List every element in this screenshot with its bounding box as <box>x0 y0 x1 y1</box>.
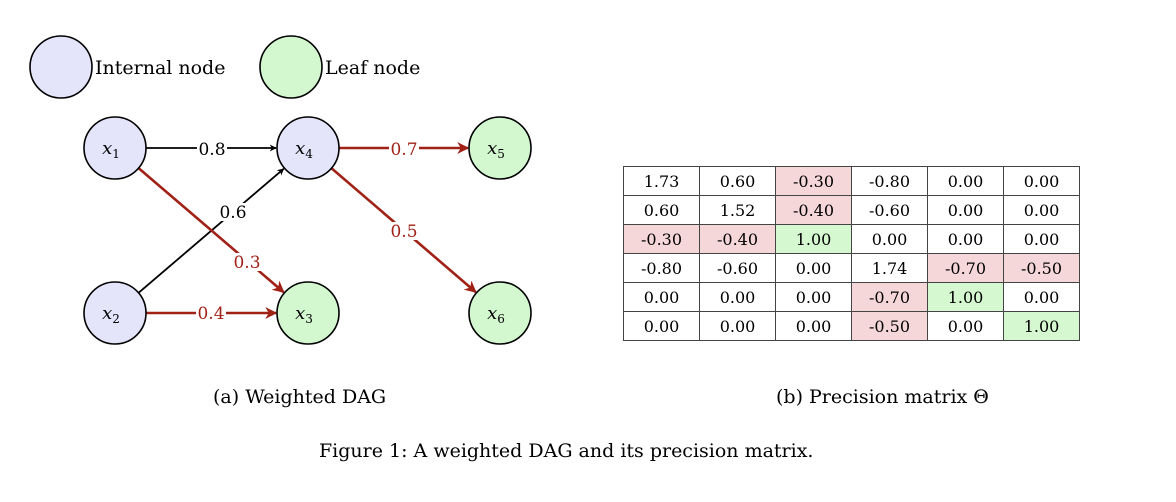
matrix-cell: 1.73 <box>623 166 700 196</box>
matrix-cell: 0.00 <box>699 311 776 341</box>
node-label-x1: x1 <box>102 138 120 161</box>
edge-label-background <box>389 222 419 240</box>
matrix-cell: 0.00 <box>1003 166 1080 196</box>
matrix-cell: -0.70 <box>851 282 928 312</box>
matrix-cell: -0.80 <box>851 166 928 196</box>
edge-weight-x2-x3: 0.4 <box>197 304 224 324</box>
matrix-cell: -0.40 <box>699 224 776 254</box>
matrix-cell: 0.60 <box>623 195 700 225</box>
matrix-cell: 0.00 <box>927 311 1004 341</box>
edge-weight-labels: 0.8 0.6 0.3 0.4 0.7 0.5 <box>196 140 419 324</box>
matrix-cell: 0.00 <box>927 224 1004 254</box>
node-x6 <box>468 281 532 345</box>
nodes: x1 x2 x3 x4 x5 x6 <box>83 116 532 345</box>
matrix-cell: -0.30 <box>623 224 700 254</box>
matrix-cell: 0.00 <box>1003 282 1080 312</box>
node-label-x3: x3 <box>295 303 313 326</box>
matrix-cell: 0.00 <box>699 282 776 312</box>
leaf-node-legend-swatch <box>259 35 323 99</box>
matrix-cell: 0.00 <box>623 311 700 341</box>
figure-caption: Figure 1: A weighted DAG and its precisi… <box>319 440 814 462</box>
edge-weight-x4-x5: 0.7 <box>390 140 417 160</box>
edge-x1-x3 <box>137 167 285 294</box>
node-label-x2: x2 <box>102 303 120 326</box>
edge-weight-x2-x4: 0.6 <box>219 203 246 223</box>
matrix-cell: -0.60 <box>699 253 776 283</box>
caption-weighted-dag: (a) Weighted DAG <box>213 386 387 408</box>
edge-label-background <box>389 140 419 158</box>
matrix-cell: 0.00 <box>851 224 928 254</box>
node-label-x5: x5 <box>487 138 505 161</box>
matrix-cell: -0.60 <box>851 195 928 225</box>
matrix-cell: 1.00 <box>1003 311 1080 341</box>
node-x1 <box>83 116 147 180</box>
matrix-cell: 0.00 <box>1003 195 1080 225</box>
matrix-cell: 1.52 <box>699 195 776 225</box>
node-label-x4: x4 <box>295 138 313 161</box>
matrix-cell: -0.40 <box>775 195 852 225</box>
edge-label-background <box>218 203 248 221</box>
matrix-cell: 0.00 <box>775 282 852 312</box>
matrix-cell: 0.00 <box>927 195 1004 225</box>
edge-label-background <box>232 253 262 271</box>
legend: Internal node Leaf node <box>29 35 420 99</box>
caption-precision-matrix: (b) Precision matrix Θ <box>776 386 989 408</box>
node-x5 <box>468 116 532 180</box>
matrix-cell: -0.50 <box>851 311 928 341</box>
matrix-cell: 1.00 <box>775 224 852 254</box>
edge-label-background <box>197 140 227 158</box>
edge-weight-x1-x3: 0.3 <box>233 253 260 273</box>
matrix-cell: 0.00 <box>775 253 852 283</box>
edge-weight-x1-x4: 0.8 <box>198 140 225 160</box>
matrix-cell: -0.50 <box>1003 253 1080 283</box>
matrix-cell: 0.00 <box>623 282 700 312</box>
matrix-cell: 0.00 <box>775 311 852 341</box>
matrix-cell: -0.30 <box>775 166 852 196</box>
matrix-cell: 1.00 <box>927 282 1004 312</box>
node-x4 <box>276 116 340 180</box>
node-x2 <box>83 281 147 345</box>
edge-weight-x4-x6: 0.5 <box>390 222 417 242</box>
edge-label-background <box>196 304 226 322</box>
internal-node-legend-swatch <box>29 35 93 99</box>
matrix-cell: 0.00 <box>927 166 1004 196</box>
matrix-cell: -0.80 <box>623 253 700 283</box>
matrix-cell: 0.00 <box>1003 224 1080 254</box>
matrix-cell: 0.60 <box>699 166 776 196</box>
legend-label-internal: Internal node <box>95 57 225 79</box>
matrix-cell: -0.70 <box>927 253 1004 283</box>
matrix-cell: 1.74 <box>851 253 928 283</box>
legend-label-leaf: Leaf node <box>325 57 420 79</box>
node-label-x6: x6 <box>487 303 505 326</box>
node-x3 <box>276 281 340 345</box>
